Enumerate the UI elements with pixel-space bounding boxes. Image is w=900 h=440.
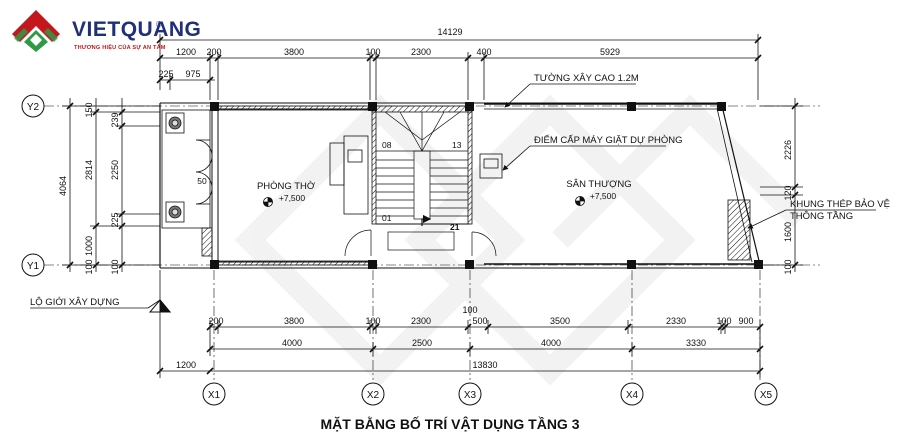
room-name-phong-tho: PHÒNG THỜ (257, 181, 315, 192)
dim-mid-100: 100 (462, 305, 477, 315)
dim-bot2-4000a: 4000 (282, 338, 302, 348)
dim-bot1-200: 200 (208, 316, 223, 326)
brand-name-part1: VIET (72, 18, 121, 41)
brand-tagline: THƯƠNG HIỆU CỦA SỰ AN TÂM (74, 45, 166, 51)
dim-bot3-13830: 13830 (472, 360, 497, 370)
dim-top-200a: 200 (206, 47, 221, 57)
dim-bot1-3800: 3800 (284, 316, 304, 326)
drawing-title: MẶT BẰNG BỐ TRÍ VẬT DỤNG TẦNG 3 (320, 416, 580, 432)
dim-right-1600: 1600 (783, 222, 793, 242)
note-boundary: LỘ GIỚI XÂY DỰNG (30, 297, 119, 308)
note-steel-frame-2: THÔNG TẦNG (790, 211, 853, 222)
dim-left-1000: 1000 (84, 236, 94, 256)
room-name-san-thuong: SÂN THƯỢNG (566, 179, 631, 190)
dim-left-2814: 2814 (84, 160, 94, 180)
brand-logo: VIETQUANG ® THƯƠNG HIỆU CỦA SỰ AN TÂM (8, 8, 201, 52)
dim-left-4064: 4064 (58, 176, 68, 196)
dim-right-100: 100 (783, 259, 793, 274)
columns (210, 102, 763, 269)
dim-bot1-2330: 2330 (666, 316, 686, 326)
brand-name-part2: QUANG (120, 18, 202, 41)
dim-left-150: 150 (84, 102, 94, 117)
dim-top-2300: 2300 (411, 47, 431, 57)
dim-bot3-1200: 1200 (176, 360, 196, 370)
level-markers (263, 196, 585, 207)
axis-x2: X2 (367, 390, 380, 401)
axis-y2: Y2 (27, 102, 40, 113)
stair-label-01: 01 (382, 213, 392, 223)
washer-point (479, 153, 503, 179)
dim-bot2-4000b: 4000 (541, 338, 561, 348)
axis-x3: X3 (464, 390, 477, 401)
stair-label-08: 08 (382, 140, 392, 150)
dim-left-225: 225 (110, 212, 120, 227)
dim-top-overall: 14129 (437, 27, 462, 37)
left-shaft (161, 109, 213, 257)
top-dimensions (156, 34, 762, 100)
axis-y1: Y1 (27, 261, 40, 272)
dim-bot2-2500: 2500 (412, 338, 432, 348)
note-washer-point: ĐIỂM CẤP MÁY GIẶT DỰ PHÒNG (534, 134, 683, 146)
dim-bot2-3330: 3330 (686, 338, 706, 348)
dim-top-1200: 1200 (176, 47, 196, 57)
brand-registered: ® (156, 20, 162, 29)
door-dim-50: 50 (197, 176, 207, 186)
dim-small-225: 225 (158, 69, 173, 79)
dim-top-100: 100 (365, 47, 380, 57)
axis-x4: X4 (626, 390, 639, 401)
dim-left-100a: 100 (84, 259, 94, 274)
stair-label-13: 13 (452, 140, 462, 150)
axis-x5: X5 (760, 390, 773, 401)
bottom-dimensions (156, 270, 764, 378)
dim-top-400: 400 (476, 47, 491, 57)
annotation-leaders (30, 83, 876, 309)
note-steel-frame-1: KHUNG THÉP BẢO VỆ (790, 198, 890, 210)
dim-bot1-900: 900 (738, 316, 753, 326)
dim-top-5929: 5929 (600, 47, 620, 57)
dim-bot1-100b: 100 (716, 316, 731, 326)
dim-bot1-100: 100 (365, 316, 380, 326)
grid-bubbles (21, 94, 778, 406)
dim-right-120: 120 (783, 185, 793, 200)
dim-left-2250: 2250 (110, 160, 120, 180)
brand-logo-mark (12, 10, 60, 52)
altar-furniture (329, 135, 369, 215)
brand-name: VIETQUANG (72, 18, 201, 42)
room-level-phong-tho: +7,500 (279, 193, 306, 203)
steel-frame-void (727, 199, 751, 261)
dim-bot1-3500: 3500 (550, 316, 570, 326)
dim-right-2226: 2226 (783, 140, 793, 160)
stair-label-21: 21 (450, 222, 460, 232)
dim-left-100b: 100 (110, 259, 120, 274)
dim-left-239: 239 (110, 112, 120, 127)
staircase (344, 111, 497, 257)
note-wall-height: TƯỜNG XÂY CAO 1.2M (534, 73, 639, 84)
dim-top-3800: 3800 (284, 47, 304, 57)
dim-bot1-500: 500 (472, 316, 487, 326)
room-level-san-thuong: +7,500 (590, 191, 617, 201)
watermark (234, 94, 808, 386)
axis-x1: X1 (208, 390, 221, 401)
dim-small-975: 975 (185, 69, 200, 79)
dim-bot1-2300: 2300 (411, 316, 431, 326)
